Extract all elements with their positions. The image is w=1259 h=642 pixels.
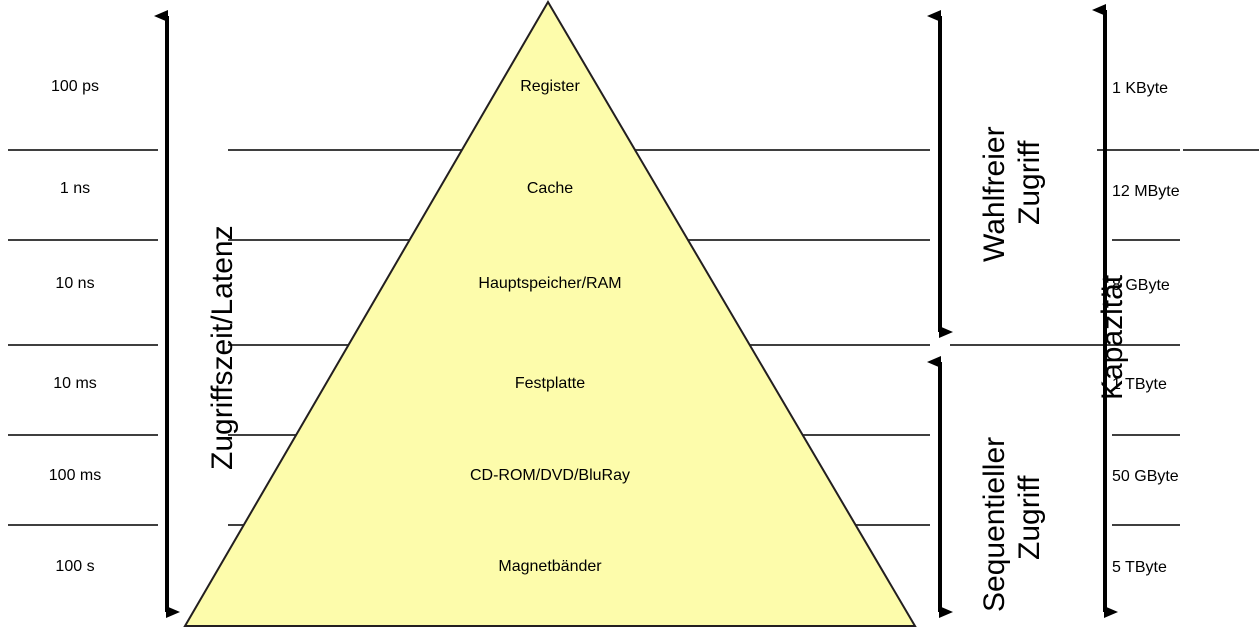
sequential-access-caption-line1: Sequentieller bbox=[978, 436, 1011, 612]
tier-name-1: Cache bbox=[526, 180, 574, 197]
memory-pyramid-shape bbox=[183, 0, 917, 627]
latency-value-5: 100 s bbox=[55, 558, 95, 575]
latency-axis-caption: Zugriffszeit/Latenz bbox=[206, 225, 239, 470]
tier-name-0: Register bbox=[520, 78, 580, 95]
latency-value-4: 100 ms bbox=[48, 467, 102, 484]
capacity-value-2: 8 GByte bbox=[1112, 277, 1170, 294]
latency-value-0: 100 ps bbox=[50, 78, 100, 95]
capacity-value-3: 1 TByte bbox=[1112, 376, 1167, 393]
capacity-axis-caption: Kapazität bbox=[1096, 274, 1129, 400]
latency-value-2: 10 ns bbox=[55, 275, 95, 292]
capacity-value-1: 12 MByte bbox=[1112, 183, 1180, 200]
random-access-caption-line2: Zugriff bbox=[1013, 140, 1046, 225]
tier-name-5: Magnetbänder bbox=[498, 558, 602, 575]
tier-name-2: Hauptspeicher/RAM bbox=[478, 275, 622, 292]
random-access-caption-line1: Wahlfreier bbox=[978, 126, 1011, 262]
latency-value-1: 1 ns bbox=[59, 180, 91, 197]
capacity-value-0: 1 KByte bbox=[1112, 80, 1169, 97]
tier-name-4: CD-ROM/DVD/BluRay bbox=[469, 467, 630, 484]
capacity-value-5: 5 TByte bbox=[1112, 559, 1167, 576]
latency-value-3: 10 ms bbox=[53, 375, 97, 392]
capacity-value-4: 50 GByte bbox=[1112, 468, 1179, 485]
tier-name-3: Festplatte bbox=[514, 375, 586, 392]
sequential-access-caption-line2: Zugriff bbox=[1013, 475, 1046, 560]
